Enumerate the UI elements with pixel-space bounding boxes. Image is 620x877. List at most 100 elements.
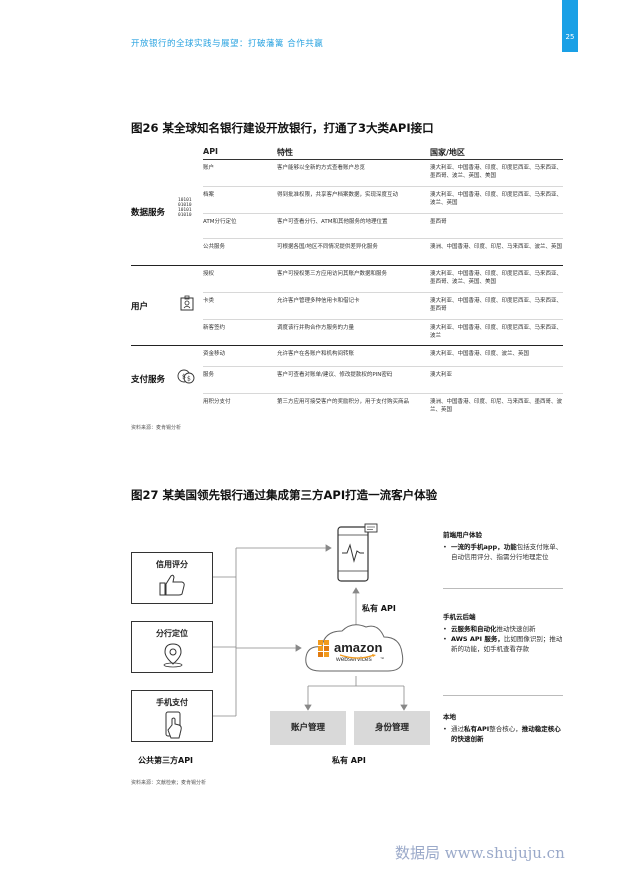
group-divider — [131, 345, 563, 346]
frontend-section: 前端用户体验 一流的手机app，功能包括支付账单、自动信用评分、指需分行地理定位 — [443, 530, 563, 562]
cell-region: 澳大利亚、中国香港、印度、波兰、英国 — [430, 351, 530, 357]
public-api-caption: 公共第三方API — [138, 756, 194, 765]
credit-score-box: 信用评分 — [131, 552, 213, 604]
user-badge-icon — [180, 295, 194, 311]
figure-27-source: 资料来源：文献检索；麦肯锡分析 — [131, 780, 207, 786]
list-item-text: 包括支付账单、自动信用评分、指需分行地理定位 — [451, 543, 563, 561]
page-tab — [562, 0, 578, 52]
cell-api: 服务 — [203, 372, 215, 378]
section-divider — [443, 588, 563, 589]
cell-feature: 客户可查看分行、ATM和其他服务的地理位置 — [277, 219, 388, 225]
cell-api: 档案 — [203, 192, 215, 198]
cell-api: 用积分支付 — [203, 399, 231, 405]
cell-feature: 允许客户在各账户和机构间转账 — [277, 351, 355, 357]
aws-logo-amazon: amazon — [334, 640, 383, 655]
table-row: 公共服务 可根据各国/地区不同情况提供差异化服务 澳洲、中国香港、印度、印尼、马… — [203, 240, 563, 264]
binary-data-icon: 10101 01010 10101 01010 — [178, 198, 192, 218]
running-header: 开放银行的全球实践与展望：打破藩篱 合作共赢 — [131, 39, 324, 49]
cell-feature: 调度该行并购合作方服务的力量 — [277, 325, 355, 331]
identity-management-box: 身份管理 — [354, 711, 430, 745]
page-number: 25 — [565, 33, 575, 41]
svg-text:$: $ — [187, 376, 191, 383]
branch-locator-label: 分行定位 — [156, 629, 188, 638]
list-item-bold: 一流的手机app，功能 — [451, 543, 517, 551]
group-divider — [131, 265, 563, 266]
cell-api: 新客签约 — [203, 325, 226, 331]
table-row: 用积分支付 第三方应用可接受客户的奖励积分，用于支付购买商品 澳洲、中国香港、印… — [203, 395, 563, 419]
figure-27-title: 图27 某美国领先银行通过集成第三方API打造一流客户体验 — [131, 488, 438, 502]
list-item-text: 整合核心， — [489, 725, 522, 733]
mobile-payment-label: 手机支付 — [156, 698, 188, 707]
cell-api: 账户 — [203, 165, 215, 171]
table-row: 授权 客户可授权第三方应用访问其账户数据和服务 澳大利亚、中国香港、印度、印度尼… — [203, 267, 563, 293]
cell-region: 澳大利亚、中国香港、印度、印度尼西亚、马来西亚、墨西哥、波兰、英国、美国 — [430, 271, 563, 285]
cell-api: ATM分行定位 — [203, 219, 237, 225]
cell-feature: 客户可查看对账单/建议、修改提款权的PIN密码 — [277, 372, 393, 378]
cell-feature: 得到批准权限，共享客户档案数据，实现深度互动 — [277, 192, 399, 198]
list-item-bold: 云服务和自动化 — [451, 625, 497, 633]
cell-feature: 允许客户管理多种信用卡和借记卡 — [277, 298, 360, 304]
private-api-bottom-caption: 私有 API — [332, 756, 366, 765]
table-row: 卡类 允许客户管理多种信用卡和借记卡 澳大利亚、中国香港、印度、印度尼西亚、马来… — [203, 294, 563, 320]
aws-logo-trademark: ™ — [380, 656, 384, 661]
cell-region: 澳大利亚、中国香港、印度、印度尼西亚、马来西亚、墨西哥 — [430, 298, 563, 312]
aws-logo-webservices: webservices — [336, 656, 372, 663]
list-item: 一流的手机app，功能包括支付账单、自动信用评分、指需分行地理定位 — [443, 542, 563, 562]
branch-locator-box: 分行定位 — [131, 621, 213, 673]
list-item-text: 通过 — [451, 725, 464, 733]
watermark: 数据局 www.shujuju.cn — [395, 844, 565, 862]
aws-smile-icon — [339, 654, 376, 659]
group-label-data: 数据服务 — [131, 208, 166, 218]
list-item-bold: 推动稳定核心的快速创新 — [451, 725, 561, 743]
cell-region: 澳大利亚、中国香港、印度、印度尼西亚、马来西亚、波兰、英国 — [430, 192, 563, 206]
cell-region: 澳大利亚、中国香港、印度、印度尼西亚、马来西亚、墨西哥、波兰、英国、美国 — [430, 165, 563, 179]
mobile-cloud-section: 手机云后端 云服务和自动化推动快速创新 AWS API 服务，比如图像识别；推动… — [443, 612, 563, 654]
phone-tap-icon — [165, 711, 182, 739]
list-item: AWS API 服务，比如图像识别；推动新的功能，如手机查看存款 — [443, 634, 563, 654]
cell-feature: 可根据各国/地区不同情况提供差异化服务 — [277, 244, 378, 250]
group-label-payment: 支付服务 — [131, 375, 166, 385]
table-row: 资金移动 允许客户在各账户和机构间转账 澳大利亚、中国香港、印度、波兰、英国 — [203, 347, 563, 367]
cell-api: 授权 — [203, 271, 215, 277]
credit-score-label: 信用评分 — [156, 560, 188, 569]
svg-text:$: $ — [182, 374, 186, 381]
smartphone-app-icon — [337, 523, 378, 582]
onprem-head: 本地 — [443, 713, 456, 721]
list-item-text: 推动快速创新 — [496, 625, 536, 633]
list-item-bold: 私有API — [464, 725, 490, 733]
cell-api: 资金移动 — [203, 351, 226, 357]
cell-region: 澳洲、中国香港、印度、印尼、马来西亚、墨西哥、波兰、英国 — [430, 399, 563, 413]
cell-region: 澳洲、中国香港、印度、印尼、马来西亚、波兰、英国 — [430, 244, 563, 250]
list-item: 云服务和自动化推动快速创新 — [443, 624, 563, 634]
col-header-region: 国家/地区 — [430, 148, 465, 157]
table-row: 档案 得到批准权限，共享客户档案数据，实现深度互动 澳大利亚、中国香港、印度、印… — [203, 188, 563, 214]
list-item-bold: AWS API 服务， — [451, 635, 504, 643]
onprem-section: 本地 通过私有API整合核心，推动稳定核心的快速创新 — [443, 712, 563, 744]
cell-region: 澳大利亚、中国香港、印度、印度尼西亚、马来西亚、波兰 — [430, 325, 563, 339]
table-row: ATM分行定位 客户可查看分行、ATM和其他服务的地理位置 墨西哥 — [203, 215, 563, 239]
cell-feature: 客户能够以全新的方式查看账户总览 — [277, 165, 366, 171]
aws-cloud — [305, 624, 404, 672]
private-api-top-label: 私有 API — [362, 604, 396, 613]
col-header-feature: 特性 — [277, 148, 293, 157]
aws-cubes-icon — [318, 640, 329, 657]
mobile-cloud-head: 手机云后端 — [443, 613, 476, 621]
location-pin-icon — [163, 643, 183, 668]
cell-region: 澳大利亚 — [430, 372, 453, 378]
group-label-user: 用户 — [131, 302, 149, 312]
cell-feature: 客户可授权第三方应用访问其账户数据和服务 — [277, 271, 388, 277]
section-divider — [443, 695, 563, 696]
table-row: 新客签约 调度该行并购合作方服务的力量 澳大利亚、中国香港、印度、印度尼西亚、马… — [203, 321, 563, 345]
thumbs-up-icon — [159, 574, 185, 596]
table-row: 服务 客户可查看对账单/建议、修改提款权的PIN密码 澳大利亚 — [203, 368, 563, 394]
account-management-box: 账户管理 — [270, 711, 346, 745]
figure-26-title: 图26 某全球知名银行建设开放银行，打通了3大类API接口 — [131, 121, 434, 135]
table-header-row: API 特性 国家/地区 — [203, 147, 563, 160]
dollar-coins-icon: $ $ — [177, 369, 195, 384]
figure-26-source: 资料来源：麦肯锡分析 — [131, 425, 182, 431]
table-row: 账户 客户能够以全新的方式查看账户总览 澳大利亚、中国香港、印度、印度尼西亚、马… — [203, 161, 563, 187]
cell-feature: 第三方应用可接受客户的奖励积分，用于支付购买商品 — [277, 399, 410, 405]
list-item-text: 比如图像识别；推动新的功能，如手机查看存款 — [451, 635, 563, 653]
cell-api: 公共服务 — [203, 244, 226, 250]
